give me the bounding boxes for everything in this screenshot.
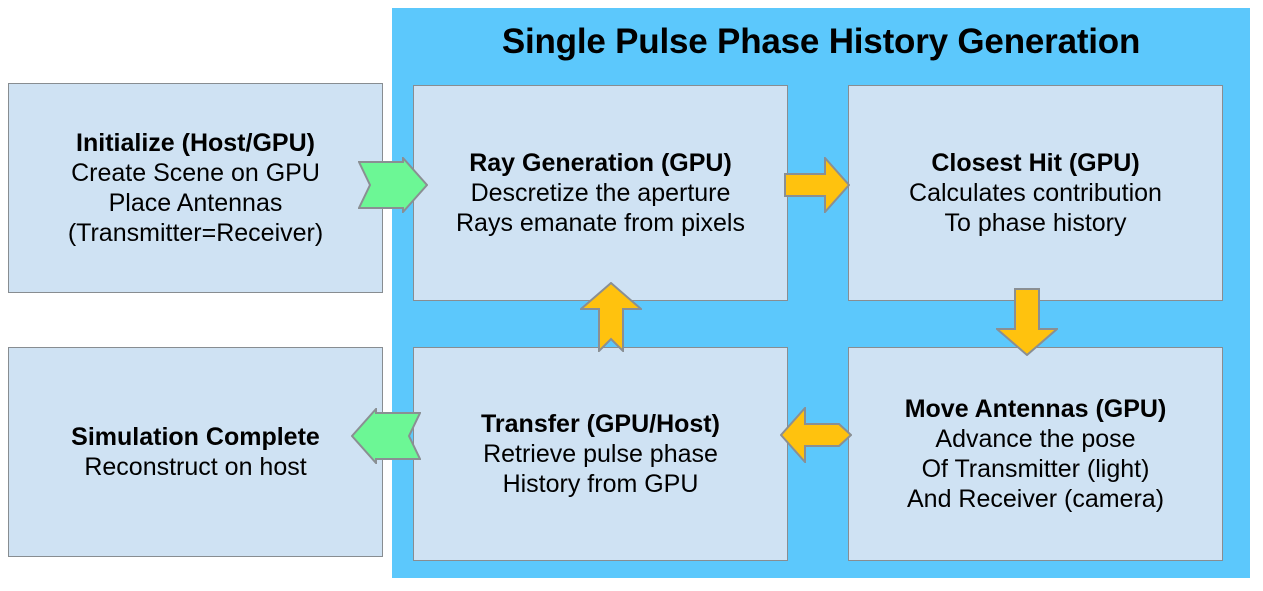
box-transfer-line-1: Transfer (GPU/Host): [481, 410, 720, 438]
box-initialize-line-4: (Transmitter=Receiver): [67, 219, 324, 247]
box-initialize: Initialize (Host/GPU) Create Scene on GP…: [8, 83, 383, 293]
arrow-right-icon: [358, 157, 428, 213]
arrow-move-antennas-to-transfer: [780, 407, 852, 463]
box-initialize-line-3: Place Antennas: [108, 189, 283, 217]
arrow-ray-generation-to-closest-hit: [784, 157, 850, 213]
box-ray-generation: Ray Generation (GPU) Descretize the aper…: [413, 85, 788, 301]
box-simulation-complete: Simulation Complete Reconstruct on host: [8, 347, 383, 557]
box-move-antennas: Move Antennas (GPU) Advance the pose Of …: [848, 347, 1223, 561]
box-closest-hit-line-3: To phase history: [944, 209, 1127, 237]
box-transfer-line-2: Retrieve pulse phase: [483, 440, 718, 468]
box-initialize-line-1: Initialize (Host/GPU): [76, 129, 315, 157]
box-move-antennas-line-3: Of Transmitter (light): [921, 455, 1150, 483]
arrow-right-icon: [784, 157, 850, 213]
arrow-transfer-to-ray-generation: [580, 282, 642, 352]
box-simulation-complete-line-2: Reconstruct on host: [84, 453, 307, 481]
box-closest-hit-line-2: Calculates contribution: [909, 179, 1162, 207]
box-initialize-line-2: Create Scene on GPU: [71, 159, 320, 187]
arrow-left-icon: [780, 407, 852, 463]
arrow-transfer-to-simulation-complete: [351, 408, 421, 464]
box-ray-generation-line-3: Rays emanate from pixels: [455, 209, 745, 237]
arrow-up-icon: [580, 282, 642, 352]
box-move-antennas-line-4: And Receiver (camera): [906, 485, 1165, 513]
box-move-antennas-line-1: Move Antennas (GPU): [904, 395, 1167, 423]
arrow-closest-hit-to-move-antennas: [996, 288, 1058, 356]
box-move-antennas-line-2: Advance the pose: [935, 425, 1136, 453]
box-closest-hit: Closest Hit (GPU) Calculates contributio…: [848, 85, 1223, 301]
arrow-down-icon: [996, 288, 1058, 356]
arrow-initialize-to-ray-generation: [358, 157, 428, 213]
box-transfer: Transfer (GPU/Host) Retrieve pulse phase…: [413, 347, 788, 561]
box-closest-hit-line-1: Closest Hit (GPU): [931, 149, 1140, 177]
box-simulation-complete-line-1: Simulation Complete: [71, 423, 320, 451]
page-title: Single Pulse Phase History Generation: [501, 22, 1141, 61]
arrow-left-icon: [351, 408, 421, 464]
box-ray-generation-line-2: Descretize the aperture: [470, 179, 731, 207]
box-transfer-line-3: History from GPU: [502, 470, 699, 498]
box-ray-generation-line-1: Ray Generation (GPU): [469, 149, 732, 177]
